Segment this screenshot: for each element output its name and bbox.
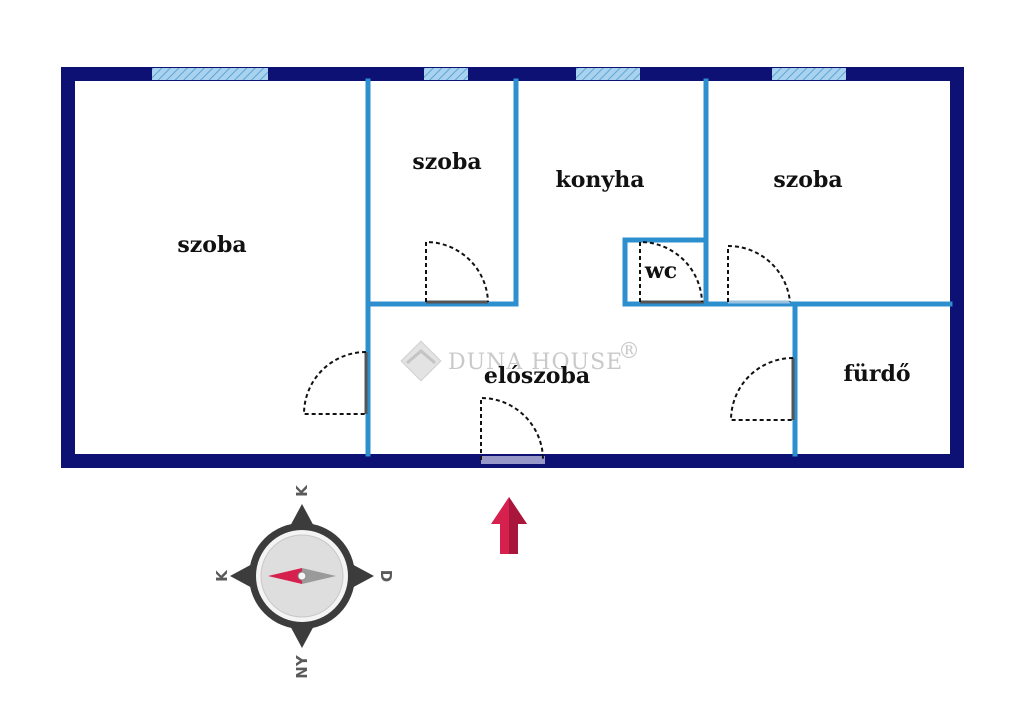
window-4 bbox=[772, 68, 846, 80]
watermark-mark: ® bbox=[618, 339, 641, 364]
room-label-szoba-right: szoba bbox=[773, 167, 842, 193]
door-szoba-left bbox=[302, 351, 368, 415]
compass-south: NY bbox=[293, 654, 311, 679]
window-1 bbox=[152, 68, 268, 80]
compass-north: K bbox=[293, 484, 311, 497]
watermark: DUNA HOUSE ® bbox=[400, 339, 641, 382]
window-3 bbox=[576, 68, 640, 80]
door-wc bbox=[639, 240, 704, 304]
door-szoba-small bbox=[425, 240, 489, 304]
inner-walls bbox=[365, 78, 953, 457]
entrance-arrow-icon bbox=[491, 497, 527, 554]
door-entrance bbox=[480, 396, 545, 464]
doors bbox=[302, 240, 795, 464]
windows bbox=[152, 68, 846, 80]
window-2 bbox=[424, 68, 468, 80]
room-label-eloszoba: elószoba bbox=[484, 363, 590, 389]
room-label-szoba-left: szoba bbox=[177, 232, 246, 258]
room-label-furdo: fürdő bbox=[843, 361, 910, 387]
compass-icon: K K D NY bbox=[213, 484, 395, 679]
room-label-konyha: konyha bbox=[556, 167, 645, 193]
watermark-brand: DUNA HOUSE bbox=[448, 350, 623, 375]
door-szoba-right bbox=[727, 244, 791, 304]
door-furdo bbox=[729, 357, 795, 421]
room-label-szoba-small: szoba bbox=[412, 149, 481, 175]
outer-wall bbox=[61, 67, 964, 468]
compass-east: D bbox=[377, 570, 395, 582]
duna-house-logo-icon bbox=[400, 340, 442, 382]
compass-west: K bbox=[213, 569, 231, 582]
room-label-wc: wc bbox=[644, 258, 677, 284]
